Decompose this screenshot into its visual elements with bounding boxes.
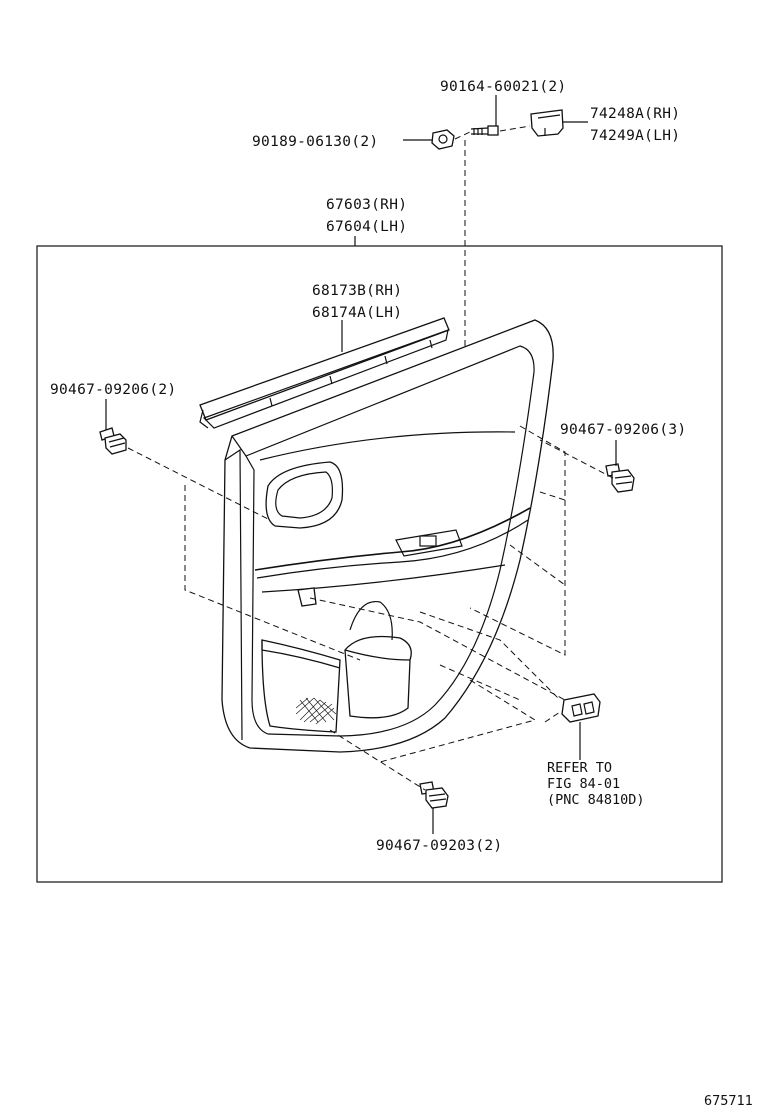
- label-clip-right: 90467-09206(3): [560, 422, 686, 438]
- clip-left-part[interactable]: [99, 427, 127, 455]
- clip-bottom-part[interactable]: [419, 781, 449, 809]
- label-clip-bottom: 90467-09203(2): [376, 838, 502, 854]
- label-cover-lh: 74249A(LH): [590, 128, 680, 144]
- dashed-guides: [127, 425, 614, 791]
- label-cover-rh: 74248A(RH): [590, 106, 680, 122]
- speaker-grille: [295, 697, 337, 725]
- weatherstrip-part[interactable]: [199, 317, 450, 429]
- label-clip-left: 90467-09206(2): [50, 382, 176, 398]
- cover-part[interactable]: [530, 109, 564, 137]
- label-nut: 90189-06130(2): [252, 134, 378, 150]
- label-screw: 90164-60021(2): [440, 79, 566, 95]
- label-refer-line1: REFER TO: [547, 760, 612, 776]
- label-refer-line2: FIG 84-01: [547, 776, 620, 792]
- label-board-lh: 67604(LH): [326, 219, 407, 235]
- screw-part[interactable]: [470, 125, 499, 136]
- label-refer-line3: (PNC 84810D): [547, 792, 645, 808]
- window-switch-part[interactable]: [561, 693, 601, 723]
- nut-part[interactable]: [431, 129, 455, 150]
- clip-right-part[interactable]: [605, 463, 635, 493]
- figure-number: 675711: [704, 1093, 753, 1109]
- label-board-rh: 67603(RH): [326, 197, 407, 213]
- label-weatherstrip-lh: 68174A(LH): [312, 305, 402, 321]
- door-trim-board[interactable]: [221, 319, 554, 753]
- label-weatherstrip-rh: 68173B(RH): [312, 283, 402, 299]
- assembly-frame: [36, 245, 723, 883]
